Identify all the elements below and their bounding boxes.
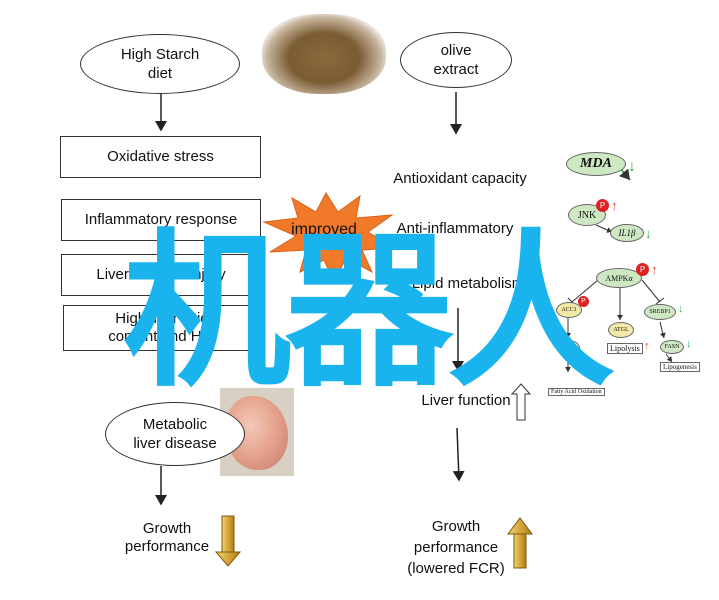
atgl-node: ATGL	[608, 322, 634, 338]
il1b-node: IL1β	[610, 224, 644, 242]
lipid-metabolism-label: Lipid metabolism	[411, 275, 525, 292]
fasn-down-arrow: ↓	[686, 338, 692, 350]
high-starch-diet-node: High Starch diet	[80, 34, 240, 94]
acc1-node: ACC1	[556, 302, 582, 318]
il1b-down-arrow: ↓	[645, 226, 652, 241]
jnk-label: JNK	[577, 209, 597, 221]
atgl-label: ATGL	[613, 327, 629, 333]
anti-inflammatory-label: Anti-inflammatory	[396, 220, 514, 237]
fasn-label: FASN	[664, 344, 680, 350]
watermark-text: 机器人	[123, 214, 615, 410]
ampk-phospho-badge: P	[636, 263, 649, 276]
srebp1-down-arrow: ↓	[678, 303, 684, 315]
liver-function-injury-box: Liver function injury	[61, 254, 261, 296]
acc1-label: ACC1	[561, 307, 577, 313]
lipogenesis-box: Lipogenesis	[660, 362, 700, 372]
hollow-up-arrow	[510, 383, 532, 421]
liver-function-label: Liver function	[421, 392, 511, 409]
olive-extract-node: olive extract	[400, 32, 512, 88]
starch-seeds-image	[262, 14, 386, 94]
ampk-up-arrow: ↑	[651, 262, 658, 277]
lipolysis-box: Lipolysis	[607, 343, 643, 354]
srebp1-label: SREBP1	[649, 309, 671, 315]
mda-down-arrow: ↓	[628, 158, 636, 175]
right-growth-performance: Growth performance (lowered FCR)	[407, 518, 505, 577]
fatty-acid-oxidation-box: Fatty Acid Oxidation	[548, 388, 605, 396]
improved-label: improved	[291, 221, 357, 238]
il1b-label: IL1β	[618, 228, 636, 238]
left-growth-performance: Growth performance	[124, 520, 210, 555]
ampk-label: AMPKα	[605, 273, 633, 283]
gold-down-arrow	[214, 515, 242, 567]
acc1-phospho-badge: P	[578, 296, 589, 307]
cpt1-node: Cpt1	[558, 340, 580, 356]
high-liver-lipid-box: High liver lipid content and HSI	[63, 305, 261, 351]
mda-node: MDA	[566, 152, 626, 176]
ampk-node: AMPKα	[596, 268, 642, 288]
metabolic-liver-disease-node: Metabolic liver disease	[105, 402, 245, 466]
gold-up-arrow	[507, 517, 533, 569]
jnk-up-arrow: ↑	[611, 198, 618, 213]
inflammatory-response-box: Inflammatory response	[61, 199, 261, 241]
lipolysis-up-arrow: ↑	[644, 340, 650, 352]
antioxidant-capacity-label: Antioxidant capacity	[393, 170, 527, 187]
improved-starburst	[262, 192, 396, 284]
mda-label: MDA	[580, 156, 612, 171]
jnk-phospho-badge: P	[596, 199, 609, 212]
srebp1-node: SREBP1	[644, 304, 676, 320]
oxidative-stress-box: Oxidative stress	[60, 136, 261, 178]
fasn-node: FASN	[660, 340, 684, 354]
cpt1-label: Cpt1	[563, 345, 575, 351]
